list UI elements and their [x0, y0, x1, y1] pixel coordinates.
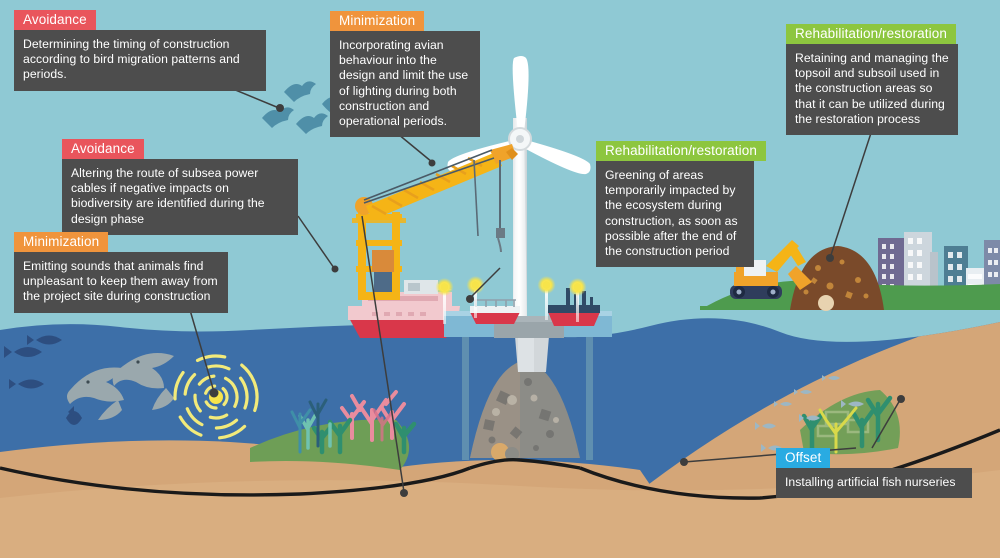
callout-body: Altering the route of subsea power cable…	[62, 159, 298, 235]
callout-tag-rehabilitation: Rehabilitation/restoration	[786, 24, 956, 44]
callout-rehabilitation-greening: Rehabilitation/restoration Greening of a…	[596, 141, 766, 268]
callout-tag-offset: Offset	[776, 448, 831, 468]
crane-barge	[348, 144, 518, 338]
callout-body: Installing artificial fish nurseries	[776, 468, 972, 499]
artificial-reef-nursery	[755, 375, 900, 455]
excavator	[730, 240, 812, 299]
callout-tag-avoidance: Avoidance	[62, 139, 144, 159]
callout-offset-fish-nurseries: Offset Installing artificial fish nurser…	[776, 448, 972, 499]
callout-body: Retaining and managing the topsoil and s…	[786, 44, 958, 136]
platform-lights	[435, 276, 587, 324]
callout-avoidance-bird-timing: Avoidance Determining the timing of cons…	[14, 10, 266, 91]
callout-tag-rehabilitation: Rehabilitation/restoration	[596, 141, 766, 161]
callout-body: Incorporating avian behaviour into the d…	[330, 31, 480, 138]
callout-body: Determining the timing of construction a…	[14, 30, 266, 91]
platform-legs	[462, 330, 593, 460]
acoustic-deterrent-waves	[173, 354, 259, 440]
callout-tag-minimization: Minimization	[14, 232, 109, 252]
jack-up-platforms	[444, 288, 612, 338]
callout-tag-minimization: Minimization	[330, 11, 425, 31]
fish-school-right	[755, 375, 864, 452]
callout-minimization-deterrent-sound: Minimization Emitting sounds that animal…	[14, 232, 228, 313]
callout-tag-avoidance: Avoidance	[14, 10, 96, 30]
callout-body: Greening of areas temporarily impacted b…	[596, 161, 754, 268]
callout-avoidance-cable-route: Avoidance Altering the route of subsea p…	[62, 139, 298, 235]
topsoil-mound	[790, 246, 884, 311]
callout-body: Emitting sounds that animals find unplea…	[14, 252, 228, 313]
seaweed-cluster	[290, 408, 312, 454]
subsea-power-cable	[0, 428, 1000, 500]
crane-boom	[366, 144, 518, 220]
callout-rehabilitation-topsoil: Rehabilitation/restoration Retaining and…	[786, 24, 958, 136]
fish-school-left	[4, 335, 82, 425]
dolphins	[67, 353, 174, 420]
callout-minimization-avian-design: Minimization Incorporating avian behavio…	[330, 11, 480, 138]
